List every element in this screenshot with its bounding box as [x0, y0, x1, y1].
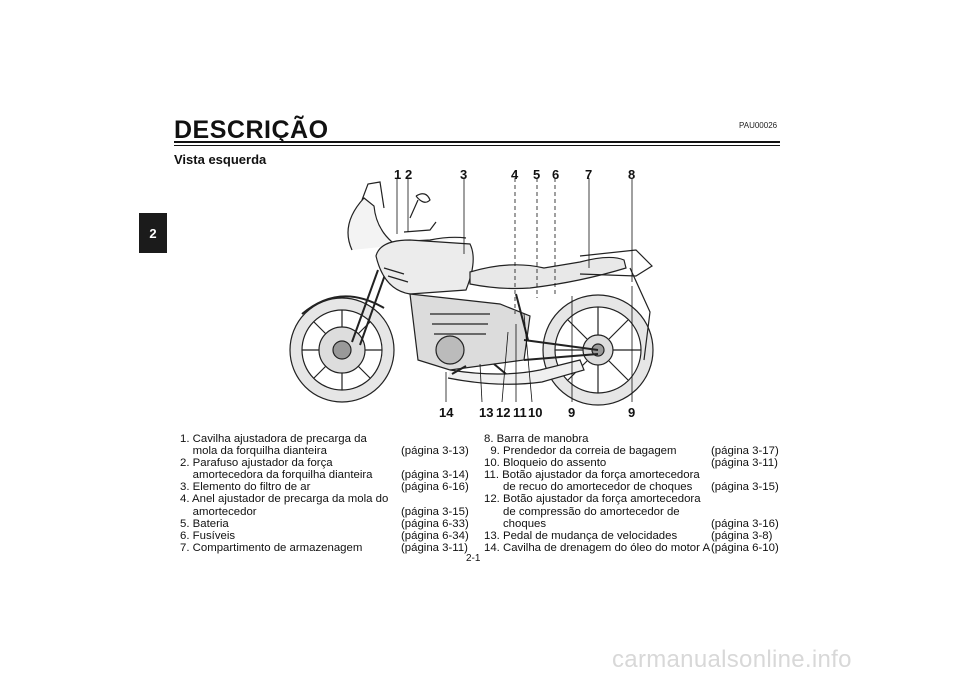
title-rule-thick: [174, 141, 780, 143]
list-item: amortecedora da forquilha dianteira(pági…: [180, 469, 469, 482]
list-item: 14. Cavilha de drenagem do óleo do motor…: [484, 541, 779, 554]
list-item: 12. Botão ajustador da força amortecedor…: [484, 493, 701, 506]
list-item: de compressão do amortecedor de: [484, 505, 680, 518]
callout-12: 12: [496, 405, 511, 420]
list-item: 11. Botão ajustador da força amortecedor…: [484, 469, 700, 482]
motorcycle-illustration: [289, 178, 654, 406]
callout-4: 4: [511, 167, 519, 182]
page-number: 2-1: [466, 553, 481, 564]
callout-1: 1: [394, 167, 402, 182]
parts-list-left: 1. Cavilha ajustadora de precarga da mol…: [180, 433, 472, 554]
list-item: 7. Compartimento de armazenagem(página 3…: [180, 541, 468, 554]
callout-10: 10: [528, 405, 543, 420]
section-subtitle: Vista esquerda: [174, 152, 267, 167]
list-item: amortecedor(página 3-15): [180, 505, 469, 518]
list-item: 1. Cavilha ajustadora de precarga da: [180, 433, 367, 445]
callout-6: 6: [552, 167, 560, 182]
list-item: 6. Fusíveis(página 6-34): [180, 529, 469, 542]
callout-11: 11: [513, 405, 527, 420]
page-title: DESCRIÇÃO: [174, 116, 329, 144]
list-item: 10. Bloqueio do assento(página 3-11): [484, 457, 778, 470]
chapter-tab-number: 2: [149, 225, 157, 241]
parts-list-right: 8. Barra de manobra 9. Prendedor da corr…: [484, 433, 784, 554]
callout-9a: 9: [568, 405, 576, 420]
list-item: 3. Elemento do filtro de ar(página 6-16): [180, 481, 469, 494]
list-item: 9. Prendedor da correia de bagagem(págin…: [484, 445, 779, 458]
list-item: de recuo do amortecedor de choques(págin…: [484, 481, 779, 494]
watermark[interactable]: carmanualsonline.info: [612, 646, 852, 673]
list-item: 5. Bateria(página 6-33): [180, 517, 469, 530]
list-item: mola da forquilha dianteira(página 3-13): [180, 445, 469, 458]
callout-8: 8: [628, 167, 636, 182]
callout-3: 3: [460, 167, 468, 182]
title-rule-thin: [174, 145, 780, 146]
callout-2: 2: [405, 167, 413, 182]
document-code: PAU00026: [739, 121, 778, 130]
callout-13: 13: [479, 405, 494, 420]
callout-9b: 9: [628, 405, 636, 420]
callout-5: 5: [533, 167, 541, 182]
list-item: 8. Barra de manobra: [484, 433, 589, 445]
list-item: 13. Pedal de mudança de velocidades(pági…: [484, 529, 773, 542]
list-item: 2. Parafuso ajustador da força: [180, 457, 333, 470]
list-item: choques(página 3-16): [484, 517, 779, 530]
callout-7: 7: [585, 167, 593, 182]
callout-14: 14: [439, 405, 454, 420]
list-item: 4. Anel ajustador de precarga da mola do: [180, 493, 389, 506]
chapter-tab: 2: [139, 213, 167, 253]
